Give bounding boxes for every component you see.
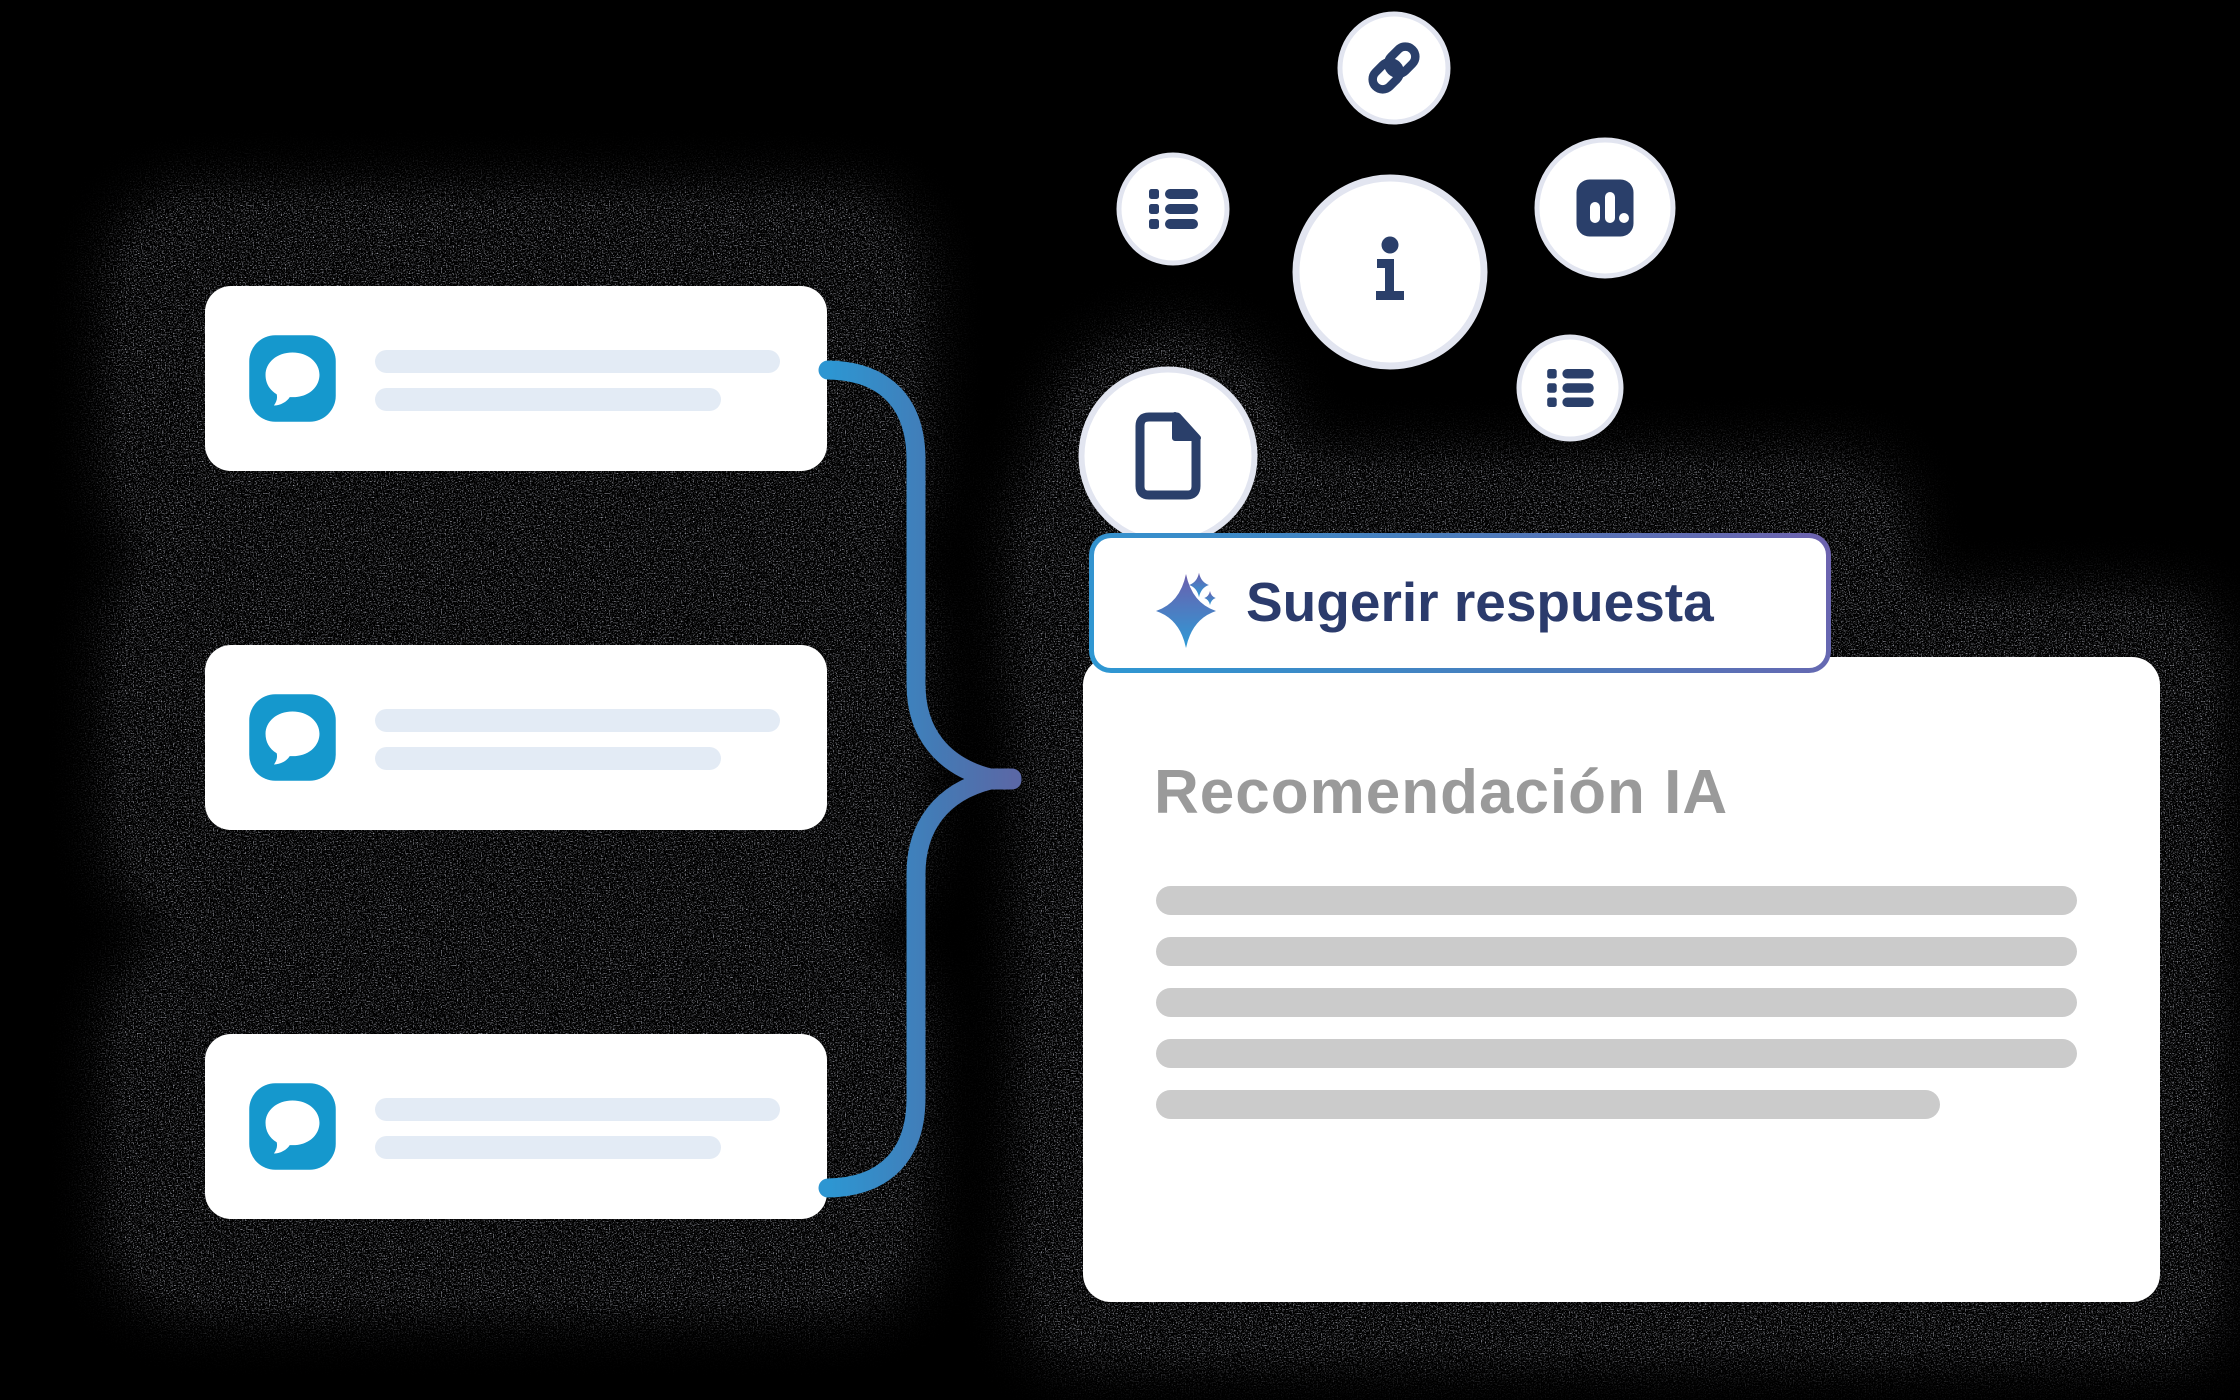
bar-chart-icon [1534, 137, 1676, 279]
recommendation-placeholder-bar [1156, 1039, 2077, 1068]
suggest-response-label: Sugerir respuesta [1246, 571, 1714, 633]
suggest-response-button[interactable] [1089, 533, 1831, 673]
chat-placeholder-line [375, 388, 721, 411]
recommendation-placeholder-bar [1156, 988, 2077, 1017]
sparkles-icon [1156, 572, 1216, 648]
chat-message-card [205, 1034, 827, 1219]
recommendation-placeholder-bar [1156, 937, 2077, 966]
suggest-response-button-face [1094, 538, 1826, 668]
chat-placeholder-line [375, 350, 780, 373]
chat-placeholder-line [375, 1098, 780, 1121]
recommendation-placeholder-bars [1156, 886, 2077, 1141]
document-icon [1078, 366, 1258, 546]
chat-placeholder-lines [375, 709, 780, 785]
recommendation-card [1083, 657, 2160, 1302]
recommendation-placeholder-bar [1156, 886, 2077, 915]
info-icon [1292, 174, 1488, 370]
recommendation-card-title: Recomendación IA [1154, 758, 1729, 827]
chat-placeholder-lines [375, 1098, 780, 1174]
chat-bubble-icon [246, 1080, 339, 1173]
chat-placeholder-lines [375, 350, 780, 426]
chat-placeholder-line [375, 1136, 721, 1159]
chat-bubble-icon [246, 691, 339, 784]
chat-bubble-icon [246, 332, 339, 425]
recommendation-placeholder-bar [1156, 1090, 1940, 1119]
bullet-list-icon-2 [1516, 334, 1624, 442]
bullet-list-icon [1116, 152, 1230, 266]
link-icon [1337, 11, 1451, 125]
chat-message-card [205, 645, 827, 830]
chat-placeholder-line [375, 747, 721, 770]
chat-message-card [205, 286, 827, 471]
chat-placeholder-line [375, 709, 780, 732]
